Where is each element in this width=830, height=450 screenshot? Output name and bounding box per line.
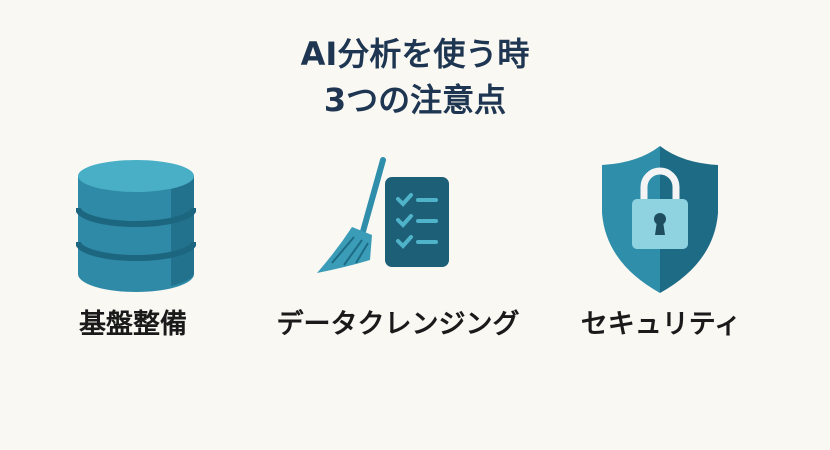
shield-lock-icon — [602, 146, 718, 293]
broom-checklist-icon — [317, 157, 449, 273]
item-label-infrastructure: 基盤整備 — [79, 309, 187, 340]
item-label-security: セキュリティ — [580, 309, 742, 340]
database-icon — [76, 160, 196, 292]
title-line-2: 3つの注意点 — [323, 81, 507, 119]
item-label-data-cleansing: データクレンジング — [276, 309, 520, 340]
title-line-1: AI分析を使う時 — [300, 35, 530, 73]
